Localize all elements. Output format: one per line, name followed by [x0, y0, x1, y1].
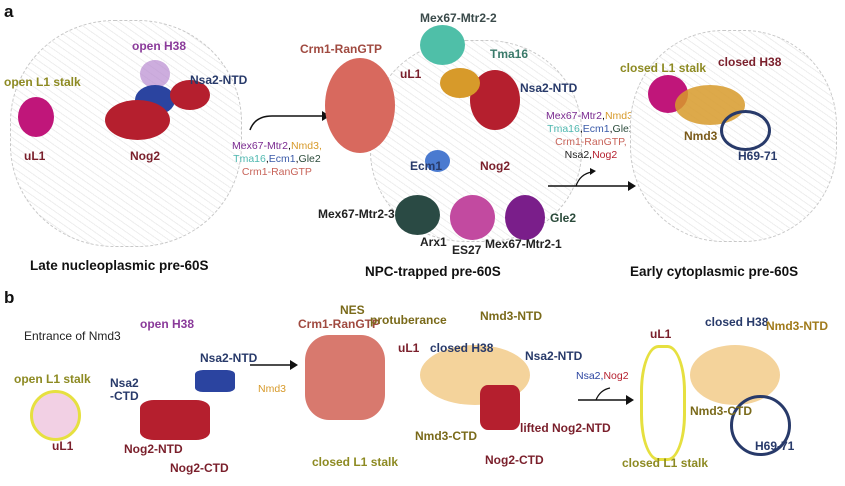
label-nog2-ntd: Nog2-NTD [124, 442, 183, 456]
label-arrow-nmd3: Nmd3 [258, 383, 287, 395]
label-nsa2-ntd-d: Nsa2-NTD [525, 349, 583, 363]
label-ul1-b: uL1 [400, 67, 422, 81]
l1-stalk-model [30, 390, 81, 441]
nog2-model [140, 400, 210, 440]
factor-nsa2: Nsa2 [564, 149, 590, 162]
factor-nmd3-b: Nmd3, [604, 110, 636, 122]
factor-gle2-b: Gle2 [612, 123, 635, 136]
factor-tma16-b: Tma16 [547, 123, 580, 136]
h38-density [140, 60, 170, 88]
label-nmd3: Nmd3 [684, 129, 718, 143]
factor-mex67: Mex67-Mtr2 [232, 140, 289, 152]
factor-crm1: Crm1-RanGTP [241, 166, 312, 179]
h69-71-density [720, 110, 771, 151]
label-closed-l1-stalk-b: closed L1 stalk [312, 455, 399, 469]
nog2-density [105, 100, 170, 140]
label-nmd3-ctd: Nmd3-CTD [415, 429, 477, 443]
nmd3-density [440, 68, 480, 98]
label-open-l1-stalk: open L1 stalk [4, 75, 81, 89]
label-arx1: Arx1 [420, 235, 447, 249]
label-crm1-b: Crm1-RanGTP [298, 317, 381, 331]
ul1-density [18, 97, 54, 137]
h69-71-model [730, 395, 791, 456]
nsa2-model [195, 370, 235, 392]
label-nmd3-ntd-c: Nmd3-NTD [766, 319, 828, 333]
l1-stalk-model-c [640, 345, 686, 461]
label-h69-71: H69-71 [738, 149, 778, 163]
label-gle2: Gle2 [550, 211, 577, 225]
label-nmd3-ctd-c: Nmd3-CTD [690, 404, 752, 418]
label-nog2-ctd: Nog2-CTD [170, 461, 229, 475]
arx1-density [450, 195, 495, 240]
mex67-2-density [420, 25, 465, 65]
title-early-cytoplasmic: Early cytoplasmic pre-60S [630, 264, 799, 279]
label-closed-h38-b: closed H38 [430, 341, 494, 355]
label-ul1-c: uL1 [52, 439, 74, 453]
label-nmd3-ntd: Nmd3-NTD [480, 309, 542, 323]
mex67-1-density [505, 195, 545, 240]
label-protuberance: protuberance [370, 313, 447, 327]
label-ecm1: Ecm1 [410, 159, 443, 173]
mex67-3-density [395, 195, 440, 235]
label-nog2: Nog2 [130, 149, 160, 163]
label-nog2-arrow: Nog2 [603, 370, 629, 382]
nog2-density-2 [170, 80, 210, 110]
label-nsa2-ctd: Nsa2 -CTD [110, 376, 139, 404]
label-open-l1-stalk-b: open L1 stalk [14, 372, 91, 386]
arrow2-label: Nsa2,Nog2 [576, 370, 629, 383]
label-nes: NES [340, 303, 365, 317]
label-lifted-nog2-ntd: lifted Nog2-NTD [520, 421, 611, 435]
label-closed-h38: closed H38 [718, 55, 782, 69]
label-mex67-mtr2-2: Mex67-Mtr2-2 [420, 11, 497, 25]
label-open-h38: open H38 [132, 39, 187, 53]
label-closed-l1-stalk: closed L1 stalk [620, 61, 707, 75]
label-es27: ES27 [452, 243, 482, 257]
factor-nmd3: Nmd3, [290, 140, 322, 152]
label-nog2-ctd-b: Nog2-CTD [485, 453, 544, 467]
factor-gle2: Gle2 [298, 153, 321, 166]
label-nsa2-ntd-b: Nsa2-NTD [520, 81, 578, 95]
arrow-release [578, 387, 634, 405]
label-nsa2-arrow: Nsa2, [576, 370, 604, 382]
label-ul1-e: uL1 [650, 327, 672, 341]
label-mex67-mtr2-3: Mex67-Mtr2-3 [318, 207, 395, 221]
transition-2-list: Mex67-Mtr2,Nmd3, Tma16,Ecm1,Gle2 Crm1-Ra… [546, 110, 636, 162]
label-nog2-b: Nog2 [480, 159, 510, 173]
label-closed-l1-stalk-c: closed L1 stalk [622, 456, 709, 470]
crm1-density [325, 58, 395, 153]
factor-ecm1: Ecm1 [268, 153, 296, 166]
label-ul1-d: uL1 [398, 341, 420, 355]
label-entrance-nmd3: Entrance of Nmd3 [24, 329, 121, 343]
factor-nog2: Nog2 [592, 149, 618, 162]
label-closed-h38-c: closed H38 [705, 315, 769, 329]
transition-arrow-1 [249, 111, 330, 131]
label-open-h38-b: open H38 [140, 317, 195, 331]
label-h69-71-c: H69-71 [755, 439, 795, 453]
nog2-model-b [480, 385, 520, 430]
label-ul1: uL1 [24, 149, 46, 163]
crm1-model [305, 335, 385, 420]
label-nsa2-ntd: Nsa2-NTD [190, 73, 248, 87]
factor-mex67-b: Mex67-Mtr2 [546, 110, 603, 122]
ecm1-density [425, 150, 450, 172]
title-npc-trapped: NPC-trapped pre-60S [365, 264, 501, 279]
transition-1-list: Mex67-Mtr2,Nmd3, Tma16,Ecm1,Gle2 Crm1-Ra… [232, 140, 322, 179]
factor-crm1-b: Crm1-RanGTP, [555, 136, 627, 149]
label-nsa2-ntd-c: Nsa2-NTD [200, 351, 258, 365]
transition-arrow-2 [548, 168, 636, 191]
factor-ecm1-b: Ecm1 [582, 123, 610, 136]
panel-b-letter: b [4, 288, 15, 307]
label-tma16: Tma16 [490, 47, 529, 61]
panel-a-letter: a [4, 2, 14, 21]
title-late-nucleoplasmic: Late nucleoplasmic pre-60S [30, 258, 209, 273]
label-crm1-rangtp: Crm1-RanGTP [300, 42, 383, 56]
label-mex67-mtr2-1: Mex67-Mtr2-1 [485, 237, 562, 251]
factor-tma16: Tma16 [233, 153, 266, 166]
arrow-nmd3 [250, 360, 298, 370]
